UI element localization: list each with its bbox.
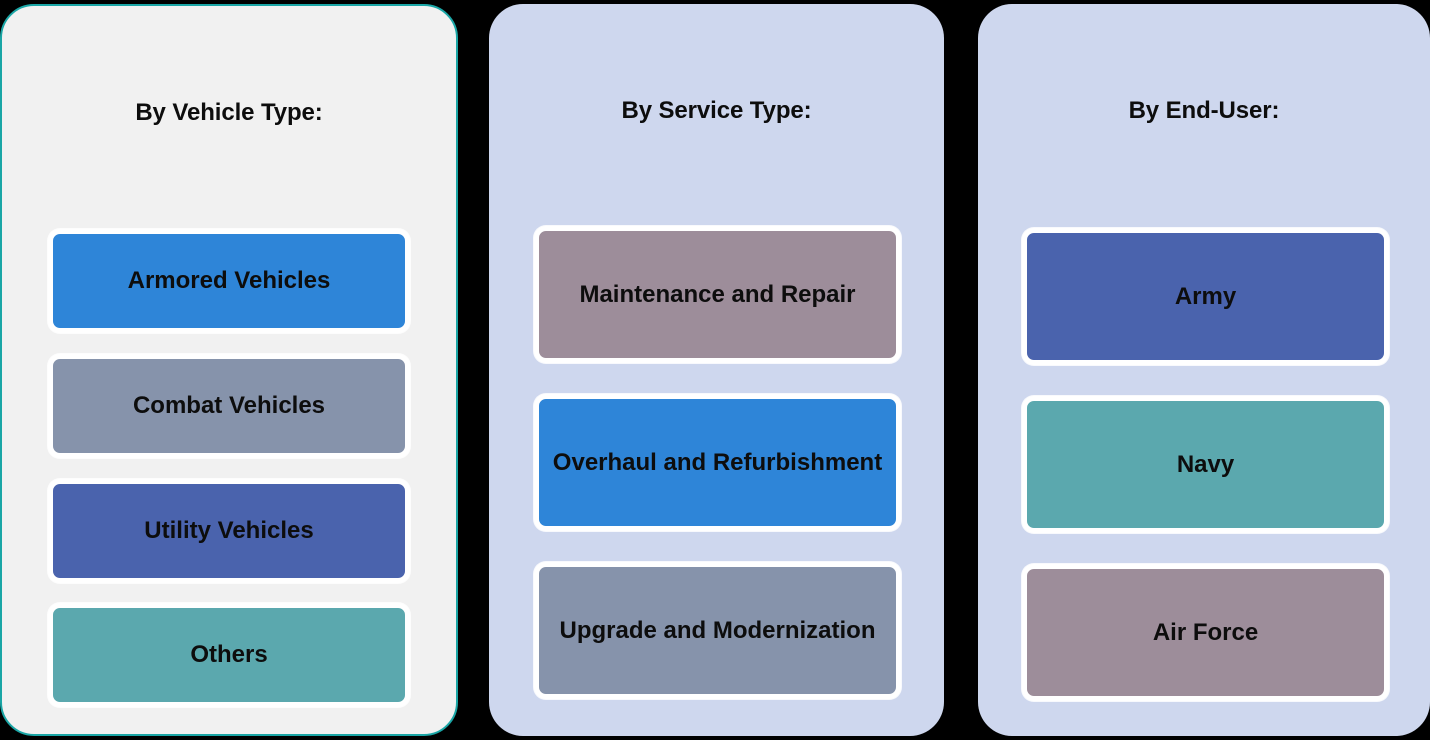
- panel-title-end-user: By End-User:: [1128, 97, 1280, 124]
- panel-title-vehicle-type: By Vehicle Type:: [135, 99, 323, 126]
- panel-vehicle-type: By Vehicle Type: Armored Vehicles Combat…: [0, 4, 458, 736]
- item-list-vehicle-type: Armored Vehicles Combat Vehicles Utility…: [2, 6, 456, 734]
- item-air-force[interactable]: Air Force: [1022, 564, 1389, 701]
- item-combat-vehicles[interactable]: Combat Vehicles: [48, 354, 410, 458]
- panel-end-user: By End-User: Army Navy Air Force: [978, 4, 1430, 736]
- item-utility-vehicles[interactable]: Utility Vehicles: [48, 479, 410, 583]
- item-upgrade-and-modernization[interactable]: Upgrade and Modernization: [534, 562, 901, 699]
- item-maintenance-and-repair[interactable]: Maintenance and Repair: [534, 226, 901, 363]
- panel-service-type: By Service Type: Maintenance and Repair …: [489, 4, 944, 736]
- item-list-end-user: Army Navy Air Force: [978, 4, 1430, 736]
- item-overhaul-and-refurbishment[interactable]: Overhaul and Refurbishment: [534, 394, 901, 531]
- item-list-service-type: Maintenance and Repair Overhaul and Refu…: [489, 4, 944, 736]
- item-army[interactable]: Army: [1022, 228, 1389, 365]
- item-armored-vehicles[interactable]: Armored Vehicles: [48, 229, 410, 333]
- item-navy[interactable]: Navy: [1022, 396, 1389, 533]
- panel-title-service-type: By Service Type:: [621, 97, 812, 124]
- item-others[interactable]: Others: [48, 603, 410, 707]
